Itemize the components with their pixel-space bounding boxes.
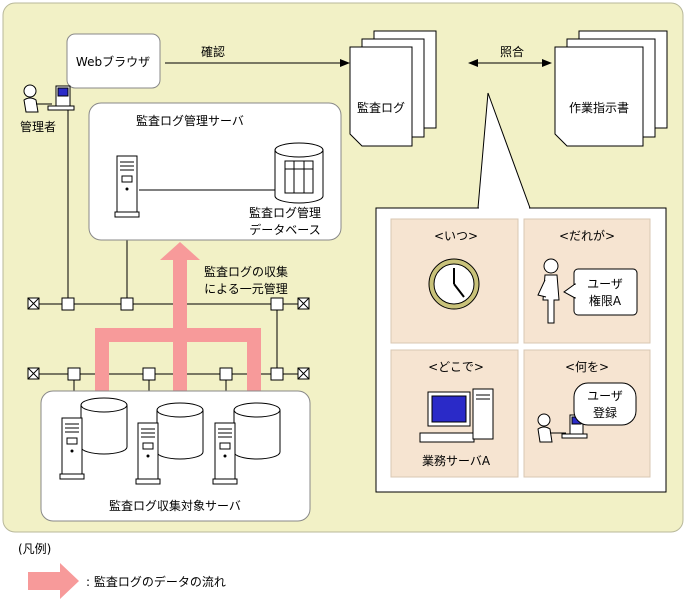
- user-bubble: [573, 268, 638, 316]
- document-stack-icon: [554, 30, 668, 147]
- legend-flow-label: : 監査ログのデータの流れ: [86, 574, 226, 589]
- legend-flow-arrow: [28, 563, 79, 599]
- audit-log-label: 監査ログ: [357, 100, 405, 115]
- network-node: [142, 367, 156, 381]
- confirm-arrowhead: [340, 59, 350, 67]
- register-bubble-line1: ユーザ: [587, 389, 623, 403]
- mgmt-server-box: [88, 102, 342, 241]
- standing-person-icon: [537, 258, 560, 324]
- collect-label-2: による一元管理: [204, 281, 288, 296]
- document-stack-icon: [349, 30, 437, 147]
- register-bubble: [573, 382, 637, 426]
- target-server-3: [212, 402, 281, 485]
- what-label: <何を>: [565, 360, 609, 374]
- browser-box: [66, 33, 161, 89]
- network-node: [270, 367, 284, 381]
- network-node: [61, 297, 75, 311]
- business-server-label: 業務サーバA: [422, 454, 491, 468]
- server-tower-icon: [59, 417, 85, 480]
- target-server-2: [135, 402, 204, 485]
- network-node: [270, 297, 284, 311]
- network-node: [219, 367, 233, 381]
- who-label: <だれが>: [559, 228, 615, 243]
- where-label: <どこで>: [428, 360, 484, 374]
- network-terminator-icon: [27, 367, 40, 380]
- legend-heading: (凡例): [18, 542, 51, 556]
- when-label: <いつ>: [434, 229, 478, 243]
- network-node: [120, 297, 134, 311]
- target-servers-label: 監査ログ収集対象サーバ: [109, 498, 241, 513]
- user-bubble-line2: 権限A: [589, 293, 622, 308]
- mgmt-db-label-1: 監査ログ管理: [249, 205, 321, 220]
- network-node: [67, 367, 81, 381]
- network-terminator-icon: [27, 297, 40, 310]
- server-tower-icon: [114, 155, 140, 218]
- collate-label: 照合: [500, 44, 524, 59]
- database-cylinder-icon: [274, 142, 324, 204]
- collection-flow-arrow: [95, 242, 261, 398]
- network-terminator-icon: [297, 297, 310, 310]
- desktop-computer-icon: [419, 388, 494, 443]
- admin-label: 管理者: [20, 119, 56, 134]
- work-instructions-label: 作業指示書: [569, 100, 629, 115]
- register-bubble-line2: 登録: [593, 405, 617, 420]
- browser-label: Webブラウザ: [76, 54, 150, 69]
- mgmt-server-label: 監査ログ管理サーバ: [136, 113, 244, 128]
- clock-icon: [428, 258, 480, 310]
- network-terminator-icon: [297, 367, 310, 380]
- collate-arrowhead-left: [468, 59, 478, 67]
- collect-label-1: 監査ログの収集: [204, 264, 288, 279]
- server-tower-icon: [212, 422, 238, 485]
- mgmt-db-label-2: データベース: [249, 222, 320, 237]
- person-at-computer-icon: [23, 84, 75, 113]
- target-server-1: [59, 397, 128, 480]
- confirm-label: 確認: [201, 44, 225, 59]
- person-at-computer-icon: [537, 413, 588, 443]
- server-tower-icon: [135, 422, 161, 485]
- collate-arrowhead-right: [542, 59, 552, 67]
- user-bubble-line1: ユーザ: [587, 277, 623, 291]
